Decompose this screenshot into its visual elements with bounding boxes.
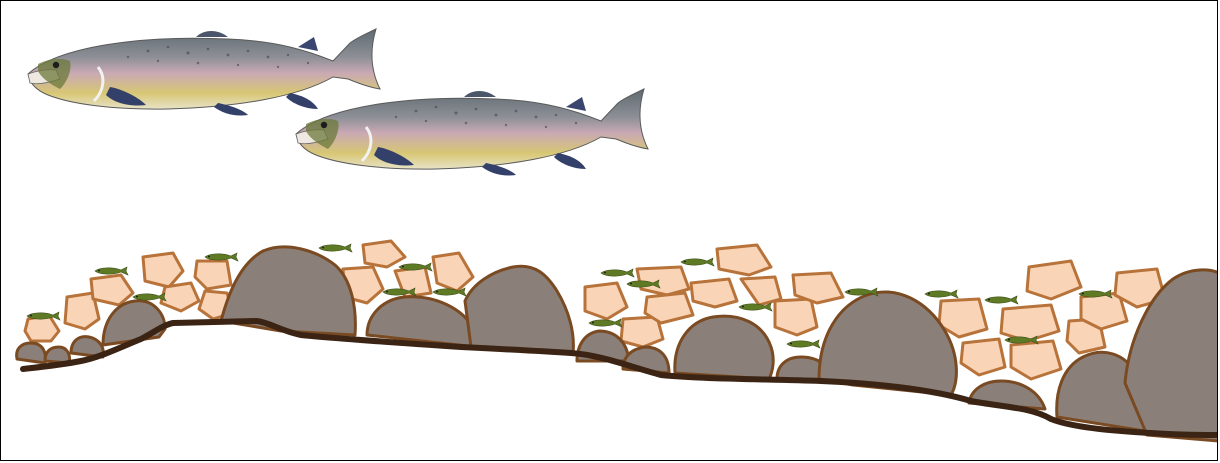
cobble — [433, 253, 473, 291]
cobble — [1001, 305, 1059, 341]
fry-icon — [319, 244, 352, 252]
fry-icon — [925, 290, 958, 298]
cobble — [793, 273, 843, 303]
cobble — [717, 245, 771, 275]
cobble — [1027, 261, 1081, 299]
cobble — [363, 241, 405, 267]
salmon-icon — [296, 89, 648, 176]
fry-icon — [95, 267, 128, 275]
cobble — [645, 293, 693, 323]
salmon-icon — [28, 29, 380, 116]
boulder — [465, 266, 573, 353]
cobble — [161, 283, 199, 311]
cobble — [1011, 341, 1061, 379]
fry-icon — [589, 319, 622, 327]
cobble — [691, 279, 737, 307]
cobble — [961, 339, 1005, 375]
fry-icon — [985, 296, 1018, 304]
boulder — [17, 343, 46, 363]
fry-icon — [787, 340, 820, 348]
cobble — [91, 275, 133, 305]
cobble — [775, 299, 817, 335]
fry-icon — [681, 258, 714, 266]
cobble — [143, 253, 183, 287]
fry-icon — [601, 269, 634, 277]
boulder — [675, 316, 773, 379]
cobble — [195, 261, 231, 289]
cobble — [585, 283, 627, 319]
boulder — [103, 301, 165, 345]
